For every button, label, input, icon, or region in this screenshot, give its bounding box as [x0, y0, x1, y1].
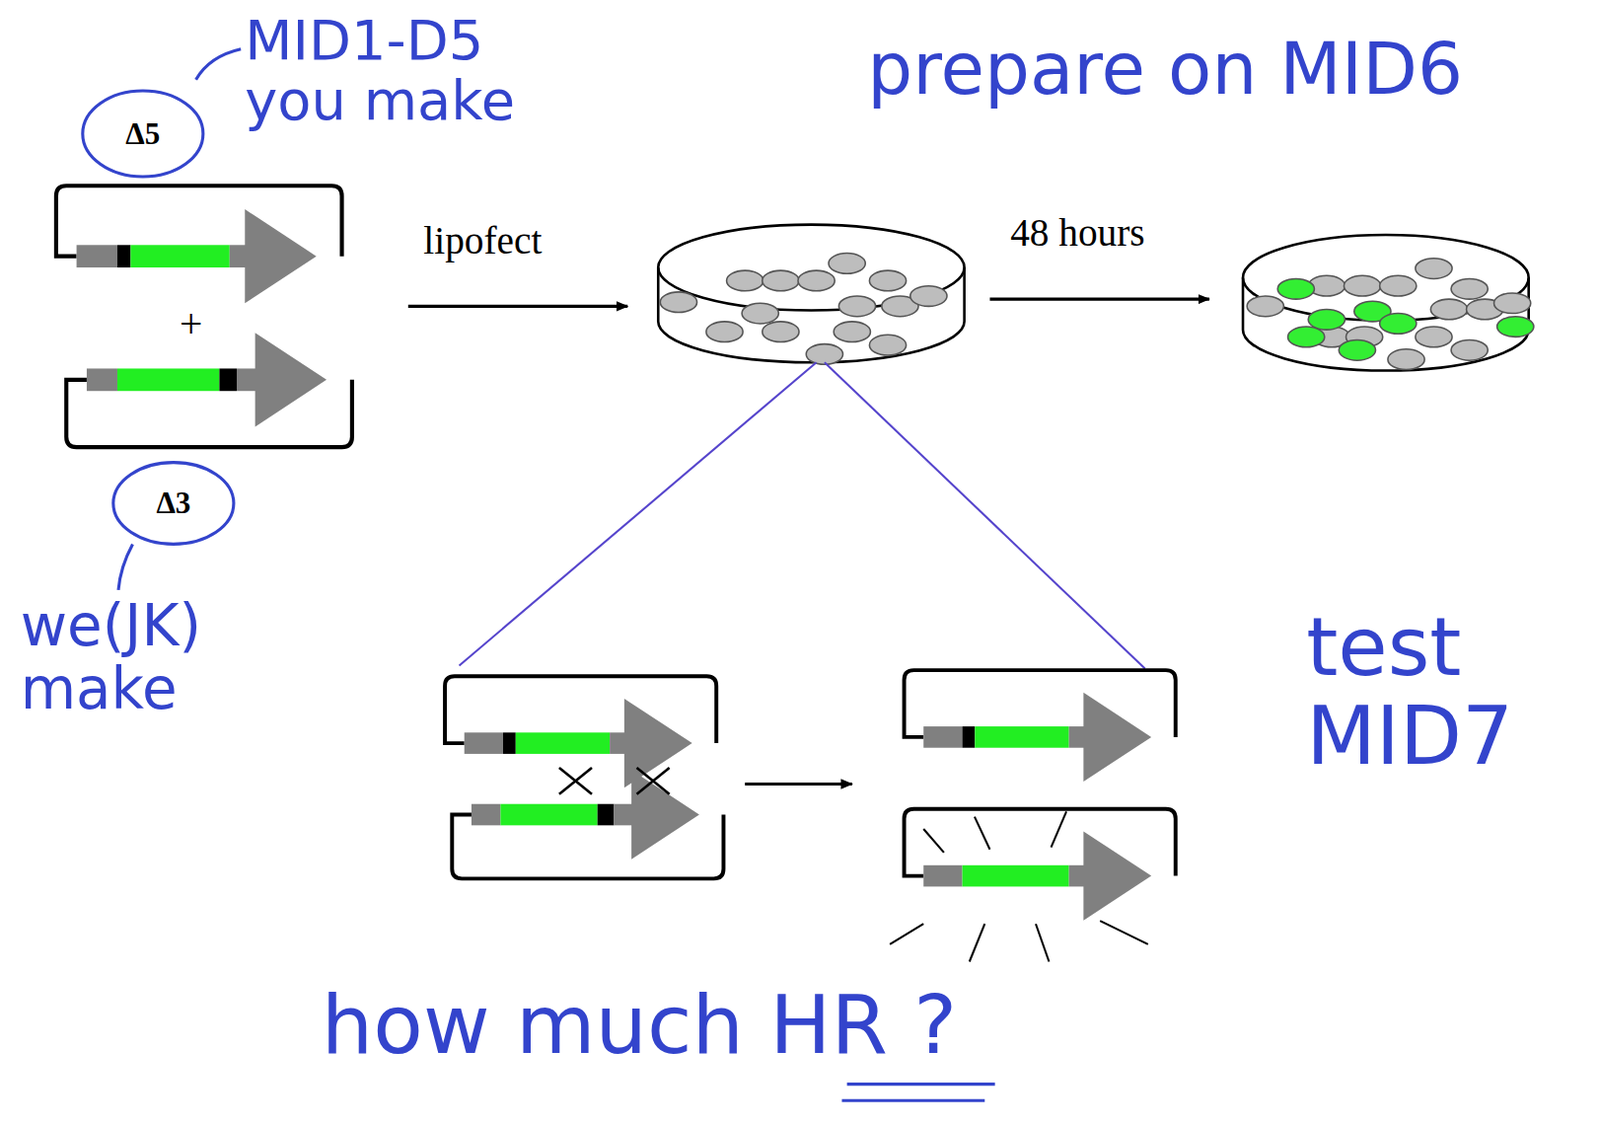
cell — [1387, 349, 1425, 370]
circled-label: Δ5 — [79, 87, 207, 180]
step-label: lipofect — [423, 218, 542, 262]
cell — [727, 270, 764, 291]
cell — [838, 295, 875, 317]
cell — [1277, 278, 1314, 299]
handwritten-note: how much HR ? — [321, 979, 957, 1070]
cell — [798, 270, 835, 291]
cell — [833, 321, 871, 343]
cell — [1288, 326, 1325, 348]
cell — [1338, 339, 1376, 361]
plasmid-name: Δ3 — [155, 485, 191, 520]
cell — [762, 321, 800, 343]
cell — [910, 286, 947, 307]
cell — [1246, 295, 1284, 317]
cell — [741, 302, 779, 324]
step-label: 48 hours — [1010, 212, 1146, 255]
cell — [1451, 339, 1488, 361]
cell — [1451, 278, 1488, 299]
plus-sign: + — [179, 301, 203, 348]
handwritten-note: MID1-D5 you make — [244, 9, 582, 132]
handwritten-note: prepare on MID6 — [867, 30, 1463, 110]
cell — [1343, 275, 1381, 296]
cell — [1380, 275, 1417, 296]
cell — [706, 321, 743, 343]
cell — [1494, 292, 1531, 314]
cell — [1415, 258, 1453, 280]
cell — [1430, 298, 1467, 320]
cell — [1308, 308, 1345, 330]
cell — [762, 270, 800, 291]
cell — [1415, 326, 1453, 348]
plasmid-name: Δ5 — [125, 116, 160, 151]
circled-label: Δ3 — [110, 459, 237, 548]
cell — [869, 270, 906, 291]
cell — [805, 344, 843, 365]
cell — [828, 253, 866, 275]
cell — [659, 291, 697, 313]
handwritten-note: we(JK) make — [20, 593, 327, 720]
cell — [1497, 316, 1534, 338]
cell — [1380, 313, 1417, 335]
handwritten-note: test MID7 — [1306, 601, 1600, 780]
cell — [869, 334, 906, 356]
